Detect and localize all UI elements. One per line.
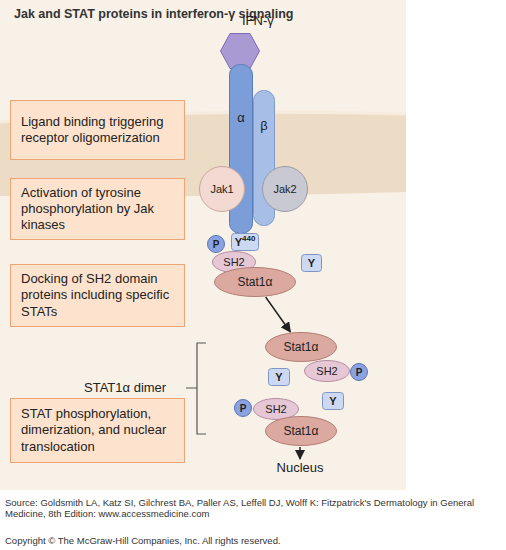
node-text: α <box>237 110 245 125</box>
node-text: SH2 <box>265 403 286 415</box>
tyrosine-box: Y <box>322 392 344 410</box>
phosphate-circle: P <box>234 399 252 417</box>
stat-oval: Stat1α <box>214 267 296 297</box>
node-text: Jak2 <box>273 183 296 195</box>
node-shape <box>351 364 368 381</box>
group-label: STAT1α dimer <box>84 380 184 395</box>
node-text: STAT phosphorylation, dimerization, and … <box>21 406 174 455</box>
nuclear-translocation-arrow <box>299 447 301 459</box>
node-shape <box>302 255 322 272</box>
node-text: Jak1 <box>210 183 233 195</box>
step-box: Ligand binding triggering receptor oligo… <box>10 100 185 160</box>
step-box: STAT phosphorylation, dimerization, and … <box>10 398 185 463</box>
step-box: Activation of tyrosine phosphorylation b… <box>10 178 185 240</box>
phosphate-circle: P <box>207 235 225 253</box>
node-shape <box>323 393 344 410</box>
node-text: Y <box>308 257 315 269</box>
node-shape <box>221 34 260 69</box>
phosphate-circle: P <box>350 363 368 381</box>
node-shape <box>266 333 337 362</box>
tyrosine-box: Y <box>268 368 290 386</box>
node-text: Stat1α <box>284 340 319 354</box>
node-shape <box>208 236 225 253</box>
source-note: Source: Goldsmith LA, Katz SI, Gilchrest… <box>5 497 503 519</box>
ligand-hexagon: IFN-γ <box>220 33 260 69</box>
node-text: P <box>213 239 220 250</box>
node-shape <box>266 417 337 446</box>
node-outline <box>220 33 260 69</box>
node-text: P <box>356 367 363 378</box>
node-text: Stat1α <box>238 275 273 289</box>
node-text: SH2 <box>316 365 337 377</box>
stat-oval: Stat1α <box>265 332 337 362</box>
node-shape <box>215 268 296 297</box>
node-text: SH2 <box>223 256 244 268</box>
node-shape <box>305 361 350 382</box>
node-text: β <box>260 118 267 133</box>
node-shape <box>235 400 252 417</box>
node-shape <box>200 167 245 212</box>
figure-panel <box>0 0 406 490</box>
node-text: Ligand binding triggering receptor oligo… <box>21 114 174 147</box>
node-text: Y <box>235 236 242 248</box>
node-shape <box>263 167 308 212</box>
superscript-text: 440 <box>242 234 255 243</box>
tyrosine-box: Y440 <box>231 233 259 251</box>
node-text: Activation of tyrosine phosphorylation b… <box>21 185 174 234</box>
node-text: Docking of SH2 domain proteins including… <box>21 271 174 320</box>
node-text: P <box>240 403 247 414</box>
node-text: Y <box>275 371 282 383</box>
kinase-circle: Jak2 <box>262 166 308 212</box>
flow-arrow <box>266 297 291 332</box>
node-shape <box>232 234 259 251</box>
copyright-note: Copyright © The McGraw-Hill Companies, I… <box>5 535 503 546</box>
dimer-bracket <box>186 343 206 434</box>
node-shape <box>269 369 290 386</box>
node-text: IFN-γ <box>242 13 274 28</box>
node-shape <box>254 399 299 420</box>
step-box: Docking of SH2 domain proteins including… <box>10 264 185 327</box>
node-text: Y <box>329 395 336 407</box>
kinase-circle: Jak1 <box>199 166 245 212</box>
node-text: Stat1α <box>284 424 319 438</box>
destination-label: Nucleus <box>265 460 335 475</box>
tyrosine-box: Y <box>301 254 322 272</box>
sh2-oval: SH2 <box>304 360 350 382</box>
stat-oval: Stat1α <box>265 416 337 446</box>
